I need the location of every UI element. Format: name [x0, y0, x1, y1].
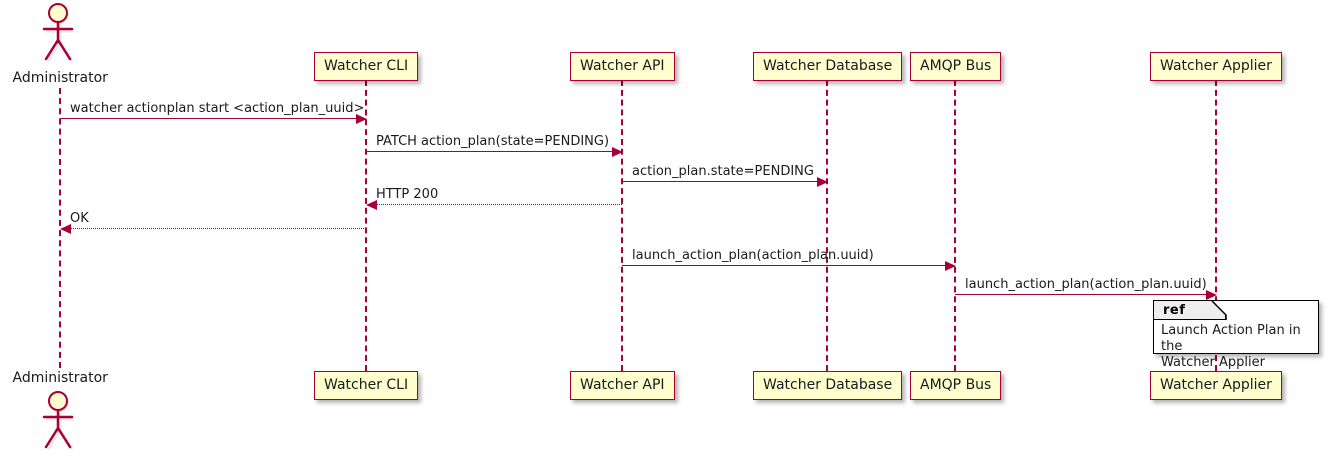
participant-box-watcher-database-bottom[interactable]: Watcher Database [753, 371, 903, 400]
participant-box-watcher-api-bottom[interactable]: Watcher API [570, 371, 675, 400]
ref-tab-label: ref [1163, 303, 1186, 318]
participant-box-amqp-bus-bottom[interactable]: AMQP Bus [910, 371, 1002, 400]
message-label-msg-1: watcher actionplan start <action_plan_uu… [70, 101, 365, 116]
message-label-msg-3: action_plan.state=PENDING [632, 164, 814, 179]
message-label-msg-2: PATCH action_plan(state=PENDING) [376, 134, 610, 149]
lifeline-amqp-bus [954, 80, 956, 371]
message-label-msg-4: HTTP 200 [376, 187, 439, 202]
arrowhead-msg-6 [945, 261, 956, 271]
message-line-msg-5 [69, 228, 366, 229]
ref-fragment-text: Launch Action Plan in the Watcher Applie… [1161, 323, 1301, 370]
participant-box-watcher-api-top[interactable]: Watcher API [570, 52, 675, 81]
participant-box-watcher-applier-top[interactable]: Watcher Applier [1150, 52, 1282, 81]
message-line-msg-1 [60, 118, 357, 119]
arrowhead-msg-4 [366, 200, 377, 210]
message-line-msg-7 [955, 294, 1207, 295]
actor-figure-administrator [36, 390, 84, 450]
message-line-msg-3 [622, 181, 818, 182]
participant-box-watcher-applier-bottom[interactable]: Watcher Applier [1150, 371, 1282, 400]
arrowhead-msg-7 [1206, 290, 1217, 300]
actor-figure-administrator [36, 2, 84, 62]
message-label-msg-7: launch_action_plan(action_plan.uuid) [965, 277, 1207, 292]
lifeline-watcher-database [826, 80, 828, 371]
participant-box-amqp-bus-top[interactable]: AMQP Bus [910, 52, 1002, 81]
message-line-msg-6 [622, 265, 946, 266]
arrowhead-msg-2 [612, 147, 623, 157]
participant-box-watcher-database-top[interactable]: Watcher Database [753, 52, 903, 81]
message-label-msg-5: OK [70, 211, 89, 226]
ref-tab-corner-icon [1211, 301, 1227, 320]
participant-box-watcher-cli-bottom[interactable]: Watcher CLI [314, 371, 419, 400]
actor-label-administrator-bottom: Administrator [12, 370, 108, 386]
participant-box-watcher-cli-top[interactable]: Watcher CLI [314, 52, 419, 81]
arrowhead-msg-3 [817, 177, 828, 187]
ref-tab-clip: ref [1154, 301, 1226, 320]
lifeline-watcher-applier [1215, 80, 1217, 371]
arrowhead-msg-5 [60, 224, 71, 234]
lifeline-watcher-cli [365, 80, 367, 371]
actor-label-administrator-top: Administrator [12, 70, 108, 86]
message-label-msg-6: launch_action_plan(action_plan.uuid) [632, 248, 874, 263]
message-line-msg-2 [366, 151, 613, 152]
message-line-msg-4 [375, 204, 622, 205]
arrowhead-msg-1 [356, 114, 367, 124]
lifeline-watcher-api [621, 80, 623, 371]
